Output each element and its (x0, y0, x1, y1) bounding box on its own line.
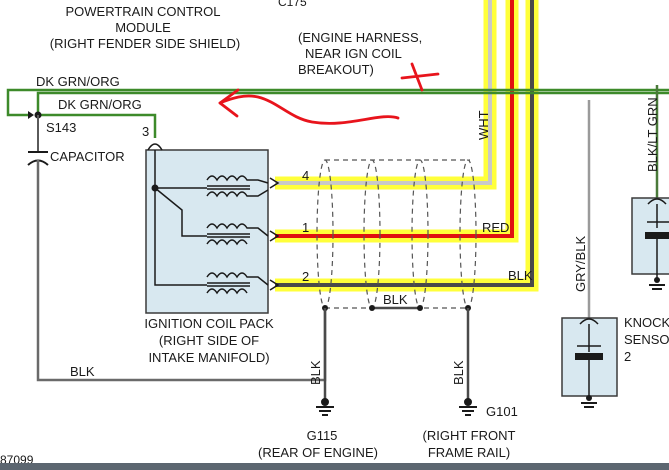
wire-wht (275, 0, 492, 185)
harness-note-line1: (ENGINE HARNESS, (298, 30, 422, 45)
red-annotation (218, 62, 440, 125)
splice-label: S143 (46, 120, 76, 135)
wire-dk-grn-org-top (6, 88, 669, 117)
coil-pin-label-2: 2 (302, 269, 309, 284)
g101-desc-line1: (RIGHT FRONT (423, 428, 516, 443)
knock-sensor (561, 317, 618, 408)
label-blk-g115: BLK (308, 360, 323, 385)
connector-pin-4 (269, 177, 280, 189)
annotation-arrow-icon (218, 94, 400, 125)
label-dk-grn-org-top: DK GRN/ORG (36, 74, 120, 89)
ignition-coil-pack (145, 143, 280, 314)
label-blk-right: BLK (508, 268, 533, 283)
connector-pin-1 (269, 230, 280, 242)
label-blk-bottom: BLK (70, 364, 95, 379)
knock-sensor-line2: SENSOR (624, 332, 669, 347)
label-wht: WHT (476, 110, 491, 140)
pcm-label-line3: (RIGHT FENDER SIDE SHIELD) (50, 36, 240, 51)
capacitor-label: CAPACITOR (50, 149, 125, 164)
harness-note-line3: BREAKOUT) (298, 62, 374, 77)
coil-pack-label-line3: INTAKE MANIFOLD) (148, 350, 269, 365)
wire-dk-grn-org-lower (36, 91, 669, 115)
arrow-into-splice (28, 111, 34, 119)
label-gry-blk: GRY/BLK (573, 236, 588, 292)
connector-pin-2 (269, 279, 280, 291)
pcm-label-line2: MODULE (115, 20, 171, 35)
wire-dk-grn-org-pin3 (38, 113, 157, 138)
label-blk-g101: BLK (451, 360, 466, 385)
g115-desc: (REAR OF ENGINE) (258, 445, 378, 460)
wire-blk (275, 0, 534, 287)
pcm-label-line1: POWERTRAIN CONTROL (65, 4, 220, 19)
coil-pack-label: IGNITION COIL PACK (RIGHT SIDE OF INTAKE… (144, 316, 274, 365)
pcm-label: POWERTRAIN CONTROL MODULE (RIGHT FENDER … (50, 4, 240, 51)
coil-pack-body (145, 149, 269, 314)
top-partial-label: C175 (278, 0, 307, 9)
pin-3-label: 3 (142, 124, 149, 139)
coil-winding-3 (206, 272, 269, 295)
coil-pin-label-4: 4 (302, 168, 309, 183)
knock-sensor-line3: 2 (624, 349, 631, 364)
g101-id: G101 (486, 404, 518, 419)
ground-icon-g101 (459, 398, 477, 416)
coil-winding-1 (206, 175, 269, 198)
right-sensor (631, 197, 669, 290)
pin-3-connector (147, 143, 163, 151)
label-blk-shield: BLK (383, 292, 408, 307)
label-red: RED (482, 220, 509, 235)
label-blk-lt-grn: BLK/LT GRN (645, 97, 660, 172)
annotation-cross-icon (400, 62, 440, 92)
ground-icon-g115 (316, 398, 334, 416)
harness-note: (ENGINE HARNESS, NEAR IGN COIL BREAKOUT) (298, 30, 422, 77)
bottom-bar (0, 463, 669, 470)
coil-pin-label-1: 1 (302, 220, 309, 235)
knock-sensor-line1: KNOCK (624, 315, 669, 330)
coil-winding-2 (206, 223, 269, 246)
wire-red (275, 0, 514, 238)
g115-id: G115 (307, 428, 338, 443)
coil-pack-label-line2: (RIGHT SIDE OF (159, 333, 259, 348)
harness-note-line2: NEAR IGN COIL (305, 46, 402, 61)
label-dk-grn-org-lower: DK GRN/ORG (58, 97, 142, 112)
highlight-wht (275, 0, 497, 190)
coil-pack-label-line1: IGNITION COIL PACK (144, 316, 274, 331)
g101-desc-line2: FRAME RAIL) (428, 445, 510, 460)
